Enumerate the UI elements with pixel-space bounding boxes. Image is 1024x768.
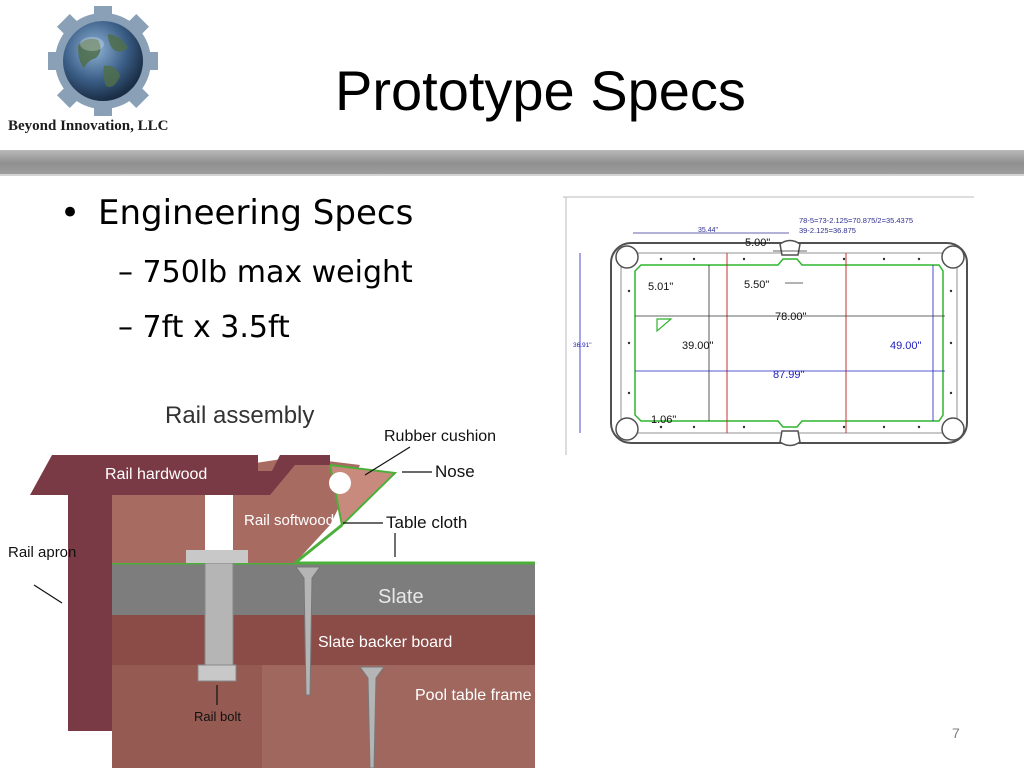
label-rail-apron: Rail apron [8,544,76,561]
pool-table-plan-drawing: 78-5=73-2.125=70.875/2=35.4375 39-2.125=… [563,193,974,455]
dim-side: 36.91" [573,342,592,349]
label-table-cloth: Table cloth [386,513,467,532]
header-divider-line [0,174,1024,176]
slide-title: Prototype Specs [335,59,746,122]
rail-assembly-title: Rail assembly [165,402,314,429]
company-logo-icon [48,6,158,116]
label-rail-hardwood: Rail hardwood [105,466,207,483]
bullet-dot-icon: • [60,193,81,233]
dash-icon: – [118,310,143,345]
page-number: 7 [952,725,960,741]
label-nose: Nose [435,462,475,481]
sub-bullet-weight: – 750lb max weight [118,255,413,290]
dim-width-left: 39.00" [682,340,714,352]
sub-bullet-text: 750lb max weight [142,255,413,290]
dim-width-right: 49.00" [890,340,922,352]
dim-length-outer: 87.99" [773,369,805,381]
dim-inner: 5.50" [744,279,769,291]
bullet-engineering-specs: • Engineering Specs [60,193,413,233]
dim-rail: 1.06" [651,414,676,426]
sub-bullet-size: – 7ft x 3.5ft [118,310,290,345]
dim-pocket: 5.00" [745,237,770,249]
dim-length-inner: 78.00" [775,311,807,323]
label-frame: Pool table frame [415,687,532,704]
header-divider-bar [0,150,1024,174]
label-rail-softwood: Rail softwood [244,512,334,529]
dash-icon: – [118,255,143,290]
plan-note-2: 39-2.125=36.875 [799,226,856,235]
dim-top-small: 35.44" [698,227,719,234]
rail-assembly-diagram: Rail assembly Rubber cushion Nose Rail h… [0,395,535,768]
label-slate: Slate [378,586,424,608]
label-slate-backer: Slate backer board [318,634,452,651]
sub-bullet-text: 7ft x 3.5ft [142,310,290,345]
label-rubber-cushion: Rubber cushion [384,428,496,445]
plan-note-1: 78-5=73-2.125=70.875/2=35.4375 [799,216,913,225]
dim-corner: 5.01" [648,281,673,293]
bullet-text: Engineering Specs [98,193,414,233]
company-name: Beyond Innovation, LLC [8,118,169,134]
label-rail-bolt: Rail bolt [194,709,241,724]
